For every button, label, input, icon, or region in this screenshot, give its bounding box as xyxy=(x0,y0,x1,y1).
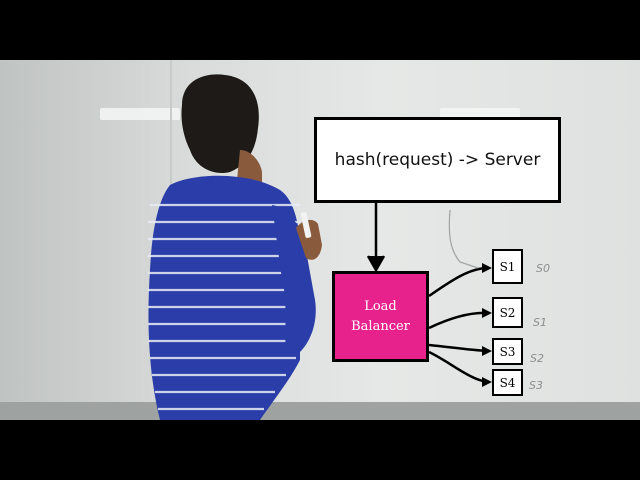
hash-label: hash(request) -> Server xyxy=(334,150,541,170)
marker-stroke xyxy=(448,209,479,269)
presenter-figure xyxy=(148,74,322,420)
handwritten-note: S2 xyxy=(530,352,544,365)
handwritten-note: S0 xyxy=(536,262,550,275)
handwritten-note: S1 xyxy=(533,316,547,329)
server-label: S4 xyxy=(499,375,516,390)
server-label: S2 xyxy=(499,305,516,320)
hash-function-box: hash(request) -> Server xyxy=(314,117,561,203)
arrow-heads xyxy=(482,263,492,387)
ceiling-light xyxy=(100,108,180,120)
handwritten-note: S3 xyxy=(529,379,543,392)
server-s3: S3 xyxy=(492,338,523,365)
load-balancer-line1: Load xyxy=(364,299,397,314)
load-balancer-line2: Balancer xyxy=(351,318,410,334)
server-label: S1 xyxy=(499,259,516,274)
server-s4: S4 xyxy=(492,369,523,396)
server-s1: S1 xyxy=(492,249,523,284)
server-label: S3 xyxy=(499,344,516,359)
load-balancer-box: Load Balancer xyxy=(332,271,429,362)
server-s2: S2 xyxy=(492,297,523,328)
